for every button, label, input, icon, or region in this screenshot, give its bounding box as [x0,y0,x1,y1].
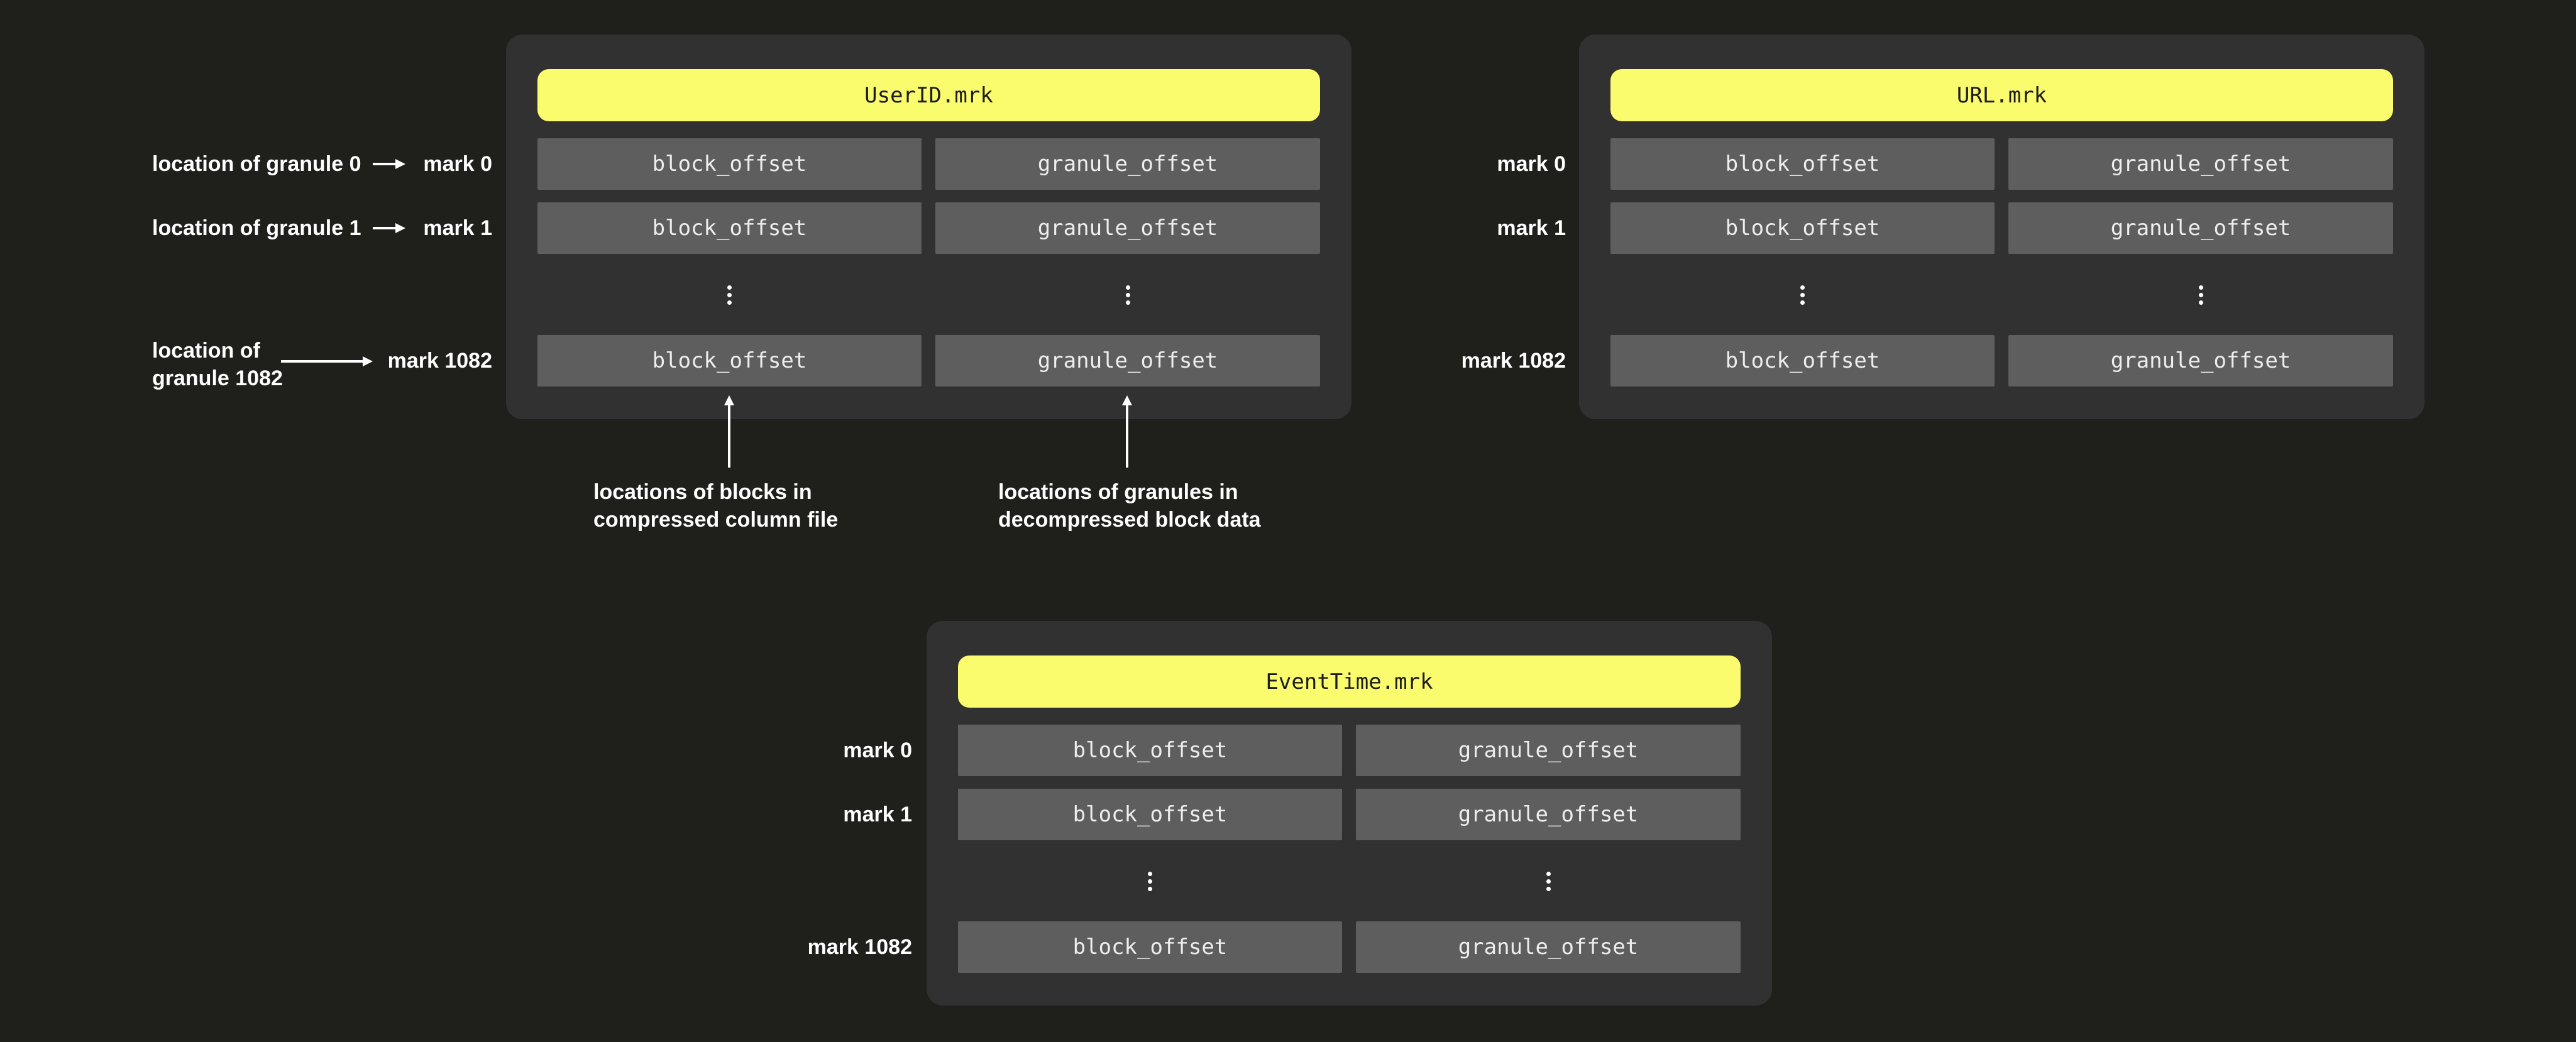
mark-label: mark 1082 [1461,349,1566,373]
right-arrow-icon [281,356,373,366]
mrk-file-title-userid: UserID.mrk [537,69,1320,121]
mark-label: mark 1 [843,803,912,826]
granule-offset-cell: granule_offset [1356,725,1741,776]
granule-offset-cell: granule_offset [2008,335,2393,387]
granule-offset-cell: granule_offset [2008,202,2393,254]
granule-location-label-line2: granule 1082 [152,366,283,390]
granule-location-label: location of granule 0 [152,152,361,176]
granule-offset-cell: granule_offset [935,335,1320,387]
block-offset-cell: block_offset [1610,202,1995,254]
granule-offset-cell: granule_offset [1356,921,1741,973]
granule-offset-cell: granule_offset [935,202,1320,254]
mrk-file-panel-url: URL.mrk block_offset granule_offset bloc… [1579,35,2425,419]
granule-location-label: location of granule 1082 [152,337,283,392]
vertical-ellipsis-icon [958,872,1342,891]
granule-offset-cell: granule_offset [2008,138,2393,190]
vertical-ellipsis-icon [935,285,1320,305]
block-offset-cell: block_offset [958,725,1342,776]
block-offset-cell: block_offset [1610,335,1995,387]
granule-offset-cell: granule_offset [935,138,1320,190]
mrk-file-title-url: URL.mrk [1610,69,2393,121]
vertical-ellipsis-icon [2008,285,2393,305]
up-arrow-icon [1122,395,1132,468]
mark-label: mark 1082 [387,349,492,373]
block-offset-cell: block_offset [958,921,1342,973]
block-offset-cell: block_offset [1610,138,1995,190]
mark-label: mark 0 [1497,152,1566,176]
granule-offset-cell: granule_offset [1356,789,1741,840]
mrk-file-title-eventtime: EventTime.mrk [958,655,1741,708]
block-offset-note: locations of blocks in compressed column… [593,478,838,534]
up-arrow-icon [724,395,734,468]
granule-offset-note-line2: decompressed block data [998,508,1261,532]
block-offset-cell: block_offset [537,202,922,254]
vertical-ellipsis-icon [1610,285,1995,305]
granule-offset-note-line1: locations of granules in [998,480,1238,504]
granule-location-label-line1: location of [152,339,260,363]
block-offset-note-line2: compressed column file [593,508,839,532]
granule-location-label: location of granule 1 [152,216,361,240]
right-arrow-icon [373,223,405,233]
granule-offset-note: locations of granules in decompressed bl… [998,478,1261,534]
mark-label: mark 1 [1497,216,1566,240]
mark-label: mark 0 [843,738,912,762]
mrk-file-panel-eventtime: EventTime.mrk block_offset granule_offse… [927,621,1772,1006]
vertical-ellipsis-icon [537,285,922,305]
mark-label: mark 1 [423,216,492,240]
mark-label: mark 1082 [807,935,912,959]
mark-label: mark 0 [423,152,492,176]
right-arrow-icon [373,159,405,169]
block-offset-cell: block_offset [537,138,922,190]
vertical-ellipsis-icon [1356,872,1741,891]
block-offset-note-line1: locations of blocks in [593,480,812,504]
mrk-file-panel-userid: UserID.mrk block_offset granule_offset b… [506,35,1351,419]
block-offset-cell: block_offset [958,789,1342,840]
block-offset-cell: block_offset [537,335,922,387]
